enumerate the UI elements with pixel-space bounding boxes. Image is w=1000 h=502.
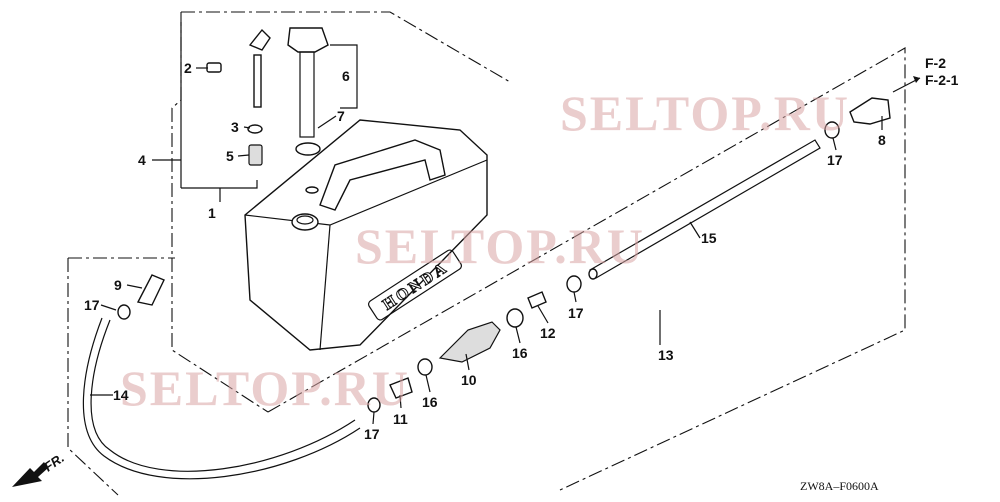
callout-17a: 17 (84, 297, 100, 313)
callout-1: 1 (208, 205, 216, 221)
front-marker: FR. (12, 450, 67, 487)
callout-16a: 16 (512, 345, 528, 361)
fuel-gauge-parts (206, 27, 329, 166)
watermarks: SELTOP.RU SELTOP.RU SELTOP.RU (120, 85, 850, 416)
callout-13: 13 (658, 347, 674, 363)
callout-11: 11 (393, 411, 408, 427)
callout-8: 8 (878, 132, 886, 148)
leader-lines (90, 67, 921, 425)
callout-17b: 17 (568, 305, 584, 321)
callout-2: 2 (184, 60, 192, 76)
front-arrow-icon (12, 462, 48, 487)
callout-7: 7 (337, 108, 345, 124)
callout-15: 15 (701, 230, 717, 246)
callout-3: 3 (231, 119, 239, 135)
callout-17c: 17 (364, 426, 380, 442)
callout-16b: 16 (422, 394, 438, 410)
watermark-1: SELTOP.RU (560, 85, 850, 141)
callout-labels: 1 2 3 4 5 6 7 8 9 10 11 12 13 14 15 16 1… (84, 60, 886, 442)
drawing-code: ZW8A–F0600A (800, 479, 879, 493)
front-label: FR. (41, 450, 67, 474)
reference-group: F-2 F-2-1 (913, 55, 959, 88)
callout-4: 4 (138, 152, 146, 168)
callout-5: 5 (226, 148, 234, 164)
callout-9: 9 (114, 277, 122, 293)
watermark-3: SELTOP.RU (120, 360, 410, 416)
reference-f2-1: F-2-1 (925, 72, 959, 88)
callout-17d: 17 (827, 152, 843, 168)
callout-10: 10 (461, 372, 477, 388)
watermark-2: SELTOP.RU (355, 218, 645, 274)
reference-f2: F-2 (925, 55, 946, 71)
callout-12: 12 (540, 325, 556, 341)
callout-14: 14 (113, 387, 129, 403)
callout-6: 6 (342, 68, 350, 84)
